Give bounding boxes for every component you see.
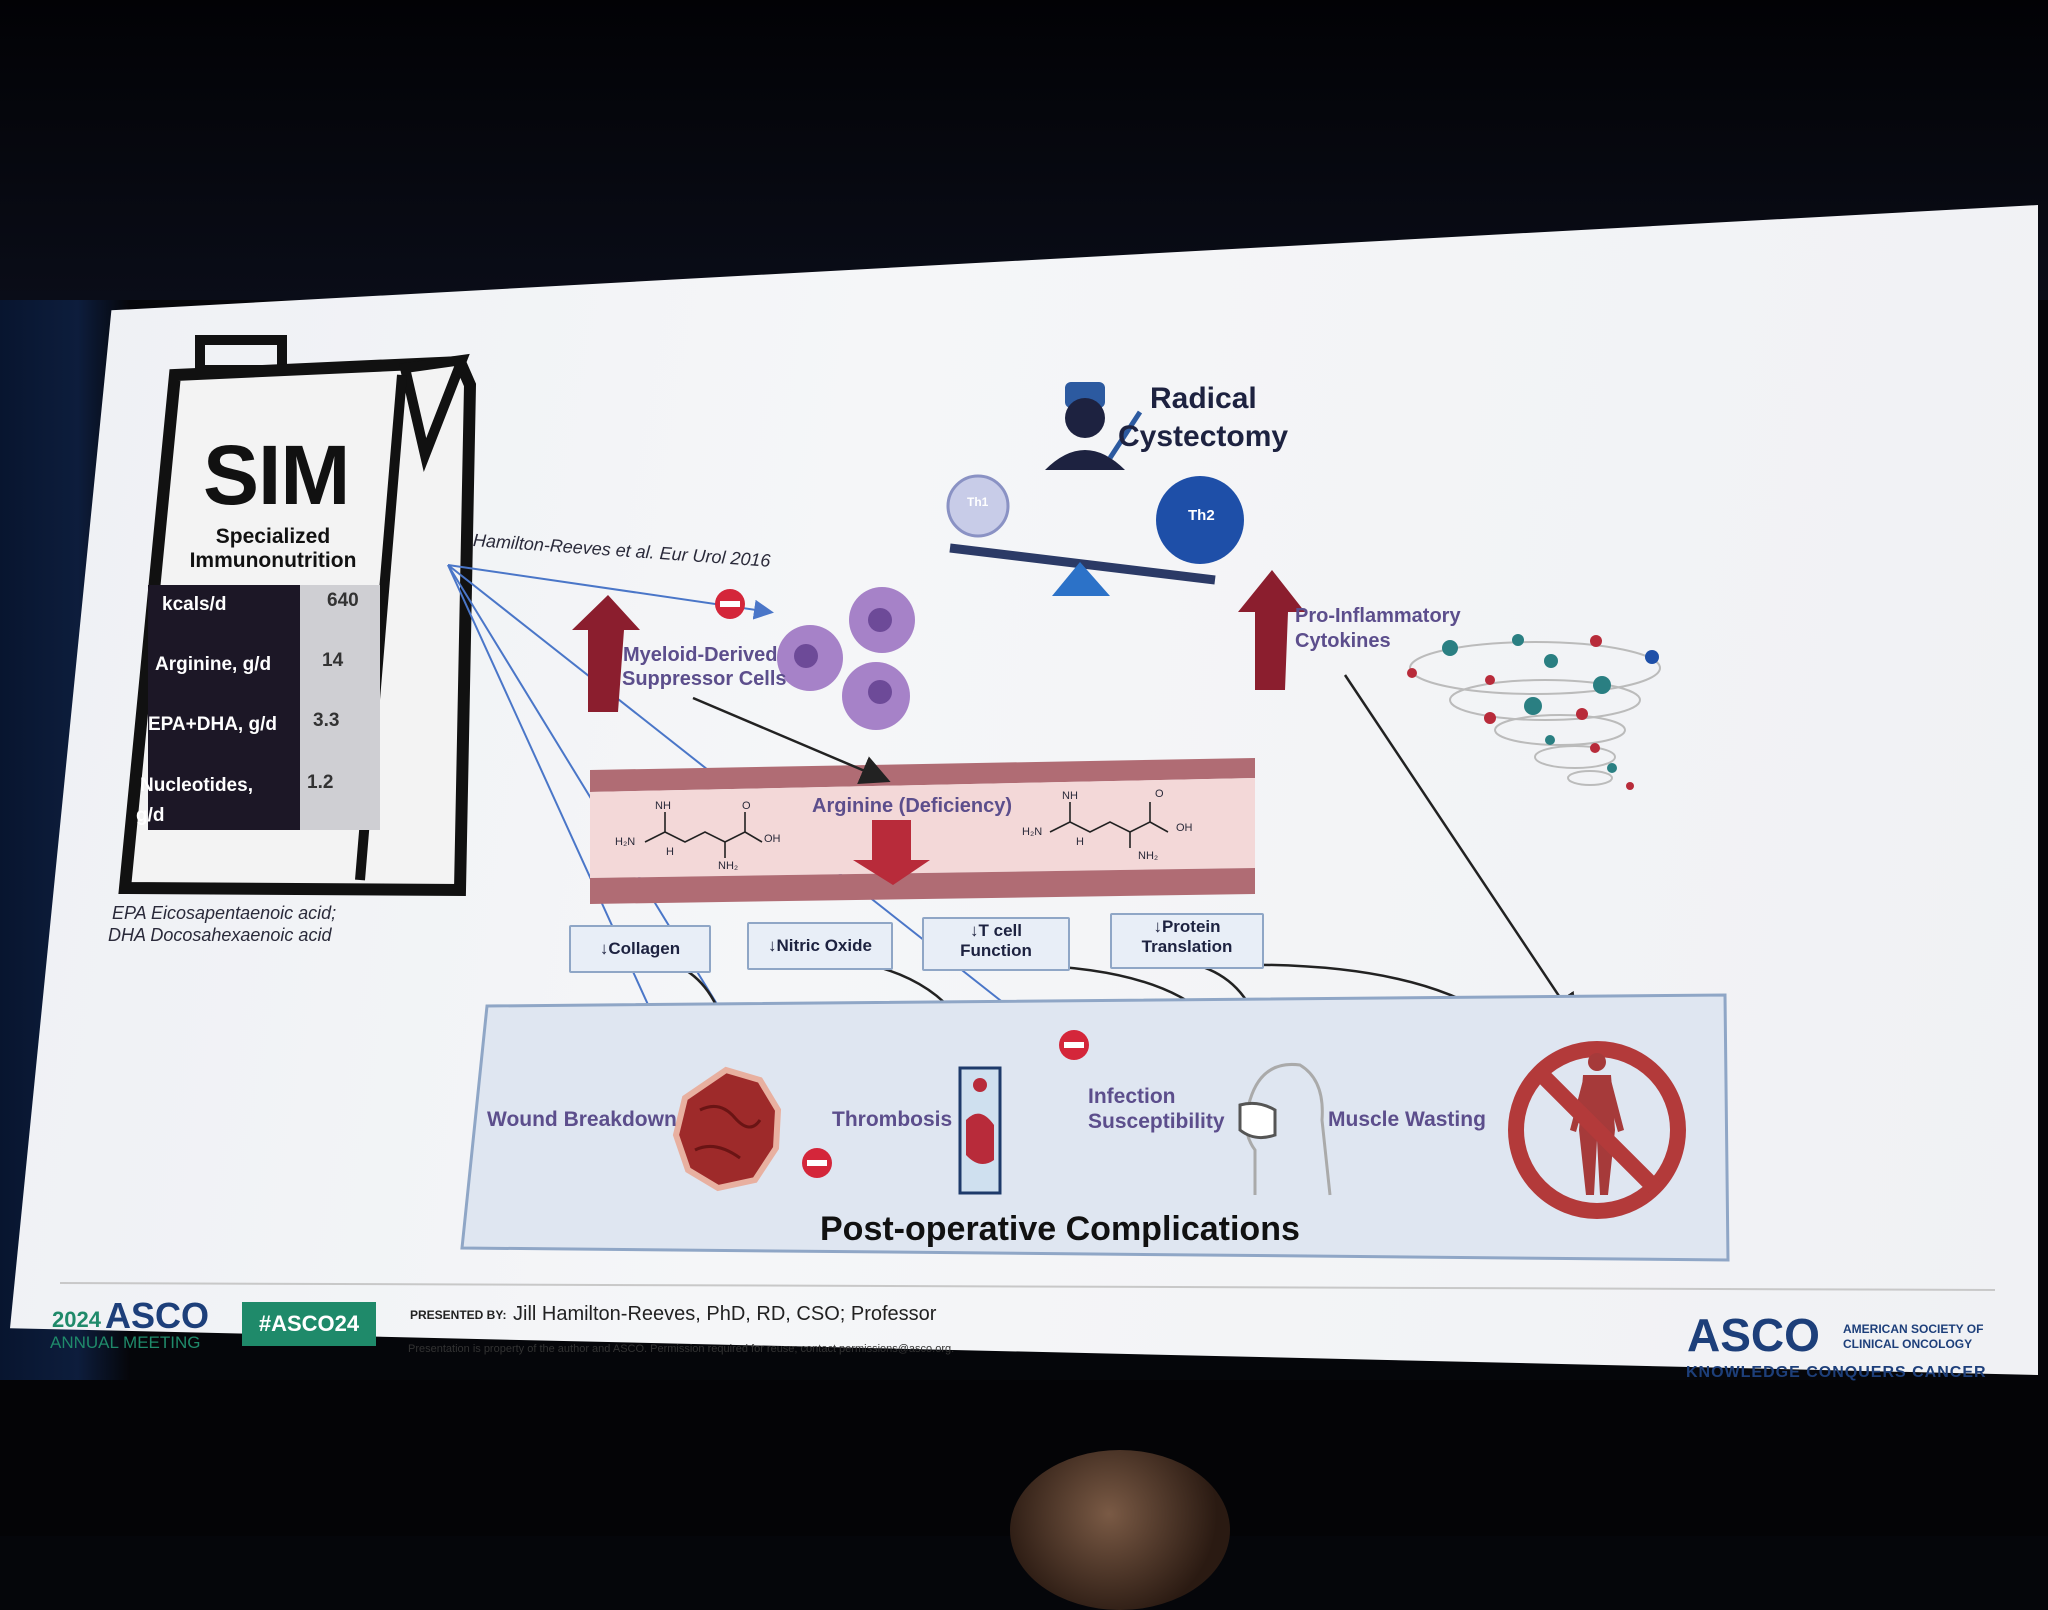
balance-scale-icon xyxy=(946,474,1244,596)
footer-presenter: Jill Hamilton-Reeves, PhD, RD, CSO; Prof… xyxy=(513,1303,937,1325)
sim-row-epadha-value: 3.3 xyxy=(313,710,340,731)
mol-left-o: O xyxy=(742,800,751,812)
sim-jug xyxy=(118,335,477,897)
mol-left-nh: NH xyxy=(655,800,671,812)
scalpel-icon xyxy=(1107,410,1143,460)
sim-subtitle-line1: Specialized xyxy=(215,525,331,548)
th1-cell xyxy=(946,474,1010,538)
muscle-figure-icon xyxy=(1508,1041,1686,1219)
arginine-molecule-right xyxy=(1049,802,1169,848)
mol-right-o: O xyxy=(1155,788,1164,800)
cytokines-label-line2: Cytokines xyxy=(1295,630,1391,652)
sim-row-nucleotides-value: 1.2 xyxy=(307,772,334,793)
cytokines-label-line1: Pro-Inflammatory xyxy=(1295,605,1461,627)
mdsc-label-line2: Suppressor Cells xyxy=(622,668,787,690)
protein-label-line1: ↓Protein xyxy=(1153,917,1221,936)
mol-left-h2n: H₂N xyxy=(615,836,636,848)
increase-arrows xyxy=(572,570,1305,712)
footer-year: 2024 xyxy=(52,1307,101,1332)
mol-right-nh: NH xyxy=(1062,790,1078,802)
surgeon-icon xyxy=(1045,382,1143,470)
sim-row-kcals-value: 640 xyxy=(327,590,359,611)
mol-left-h: H xyxy=(666,846,674,858)
footer-hashtag: #ASCO24 xyxy=(242,1302,376,1346)
footer-disclaimer: Presentation is property of the author a… xyxy=(408,1343,955,1355)
mol-right-oh: OH xyxy=(1176,822,1193,834)
surgery-title-line1: Radical xyxy=(1150,382,1257,415)
infection-label-line2: Susceptibility xyxy=(1088,1110,1225,1133)
mdsc-cells xyxy=(777,587,915,730)
sim-footnote-dha: DHA Docosahexaenoic acid xyxy=(108,925,332,945)
arginine-molecule-left xyxy=(644,812,763,858)
footer-asco-meeting-logo: ASCO xyxy=(105,1295,210,1336)
mol-right-h2n: H₂N xyxy=(1022,826,1043,838)
footer-divider xyxy=(59,1282,1996,1291)
muscle-wasting-label: Muscle Wasting xyxy=(1328,1108,1486,1131)
sim-row-nucleotides-unit: g/d xyxy=(136,805,165,826)
asco-society-line1: AMERICAN SOCIETY OF xyxy=(1843,1322,1984,1336)
protein-box: ↓Protein Translation xyxy=(1110,913,1264,969)
footer-annual-meeting: ANNUAL MEETING xyxy=(50,1333,201,1352)
sim-subtitle-line2: Immunonutrition xyxy=(189,549,357,572)
surgery-title-line2: Cystectomy xyxy=(1118,420,1289,453)
sim-row-kcals-label: kcals/d xyxy=(162,594,227,615)
collagen-box: ↓Collagen xyxy=(569,925,711,973)
th2-cell xyxy=(1156,476,1244,564)
sim-row-nucleotides-label: Nucleotides, xyxy=(140,775,253,796)
thrombosis-label: Thrombosis xyxy=(832,1108,953,1131)
asco-tagline: KNOWLEDGE CONQUERS CANCER xyxy=(1686,1364,1987,1381)
th2-label: Th2 xyxy=(1188,507,1215,524)
no-entry-icon xyxy=(715,589,1089,1178)
mol-left-nh2: NH₂ xyxy=(718,860,739,872)
tcell-box: ↓T cell Function xyxy=(922,917,1070,971)
complications-title: Post-operative Complications xyxy=(820,1210,1300,1248)
th1-label: Th1 xyxy=(967,495,989,509)
wound-icon xyxy=(672,1066,782,1192)
mol-right-h: H xyxy=(1076,836,1084,848)
blood-vessel xyxy=(590,758,1255,904)
complications-panel xyxy=(460,993,1730,1262)
slide: SIM Specialized Immunonutrition kcals/d … xyxy=(50,335,1996,1381)
wound-breakdown-label: Wound Breakdown xyxy=(487,1108,677,1131)
footer-presented-by: PRESENTED BY: xyxy=(410,1308,507,1322)
blood-vessel-icon xyxy=(958,1066,1002,1195)
asco-logo: ASCO xyxy=(1687,1309,1820,1361)
sim-row-arginine-label: Arginine, g/d xyxy=(155,654,272,675)
protein-label-line2: Translation xyxy=(1141,937,1233,956)
sim-title: SIM xyxy=(203,428,350,522)
nitric-oxide-box: ↓Nitric Oxide xyxy=(747,922,893,970)
tcell-label-line1: ↓T cell xyxy=(970,921,1022,940)
sim-subtitle: Specialized Immunonutrition xyxy=(178,525,368,573)
tcell-label-line2: Function xyxy=(960,941,1032,960)
sim-row-epadha-label: EPA+DHA, g/d xyxy=(148,714,277,735)
cytokine-tornado-icon xyxy=(1407,634,1661,790)
infection-label-line1: Infection xyxy=(1088,1085,1176,1108)
nitric-oxide-label: ↓Nitric Oxide xyxy=(768,936,872,955)
sim-row-arginine-value: 14 xyxy=(322,650,344,671)
face-mask-person-icon xyxy=(1238,1062,1332,1196)
asco-society-line2: CLINICAL ONCOLOGY xyxy=(1843,1337,1973,1351)
slide-graphics xyxy=(59,335,1996,1291)
arginine-deficiency-label: Arginine (Deficiency) xyxy=(812,795,1013,817)
mol-left-oh: OH xyxy=(764,833,781,845)
mdsc-label-line1: Myeloid-Derived xyxy=(623,644,778,666)
collagen-label: ↓Collagen xyxy=(599,939,681,958)
mol-right-nh2: NH₂ xyxy=(1138,850,1159,862)
sim-footnote-epa: EPA Eicosapentaenoic acid; xyxy=(112,903,337,923)
